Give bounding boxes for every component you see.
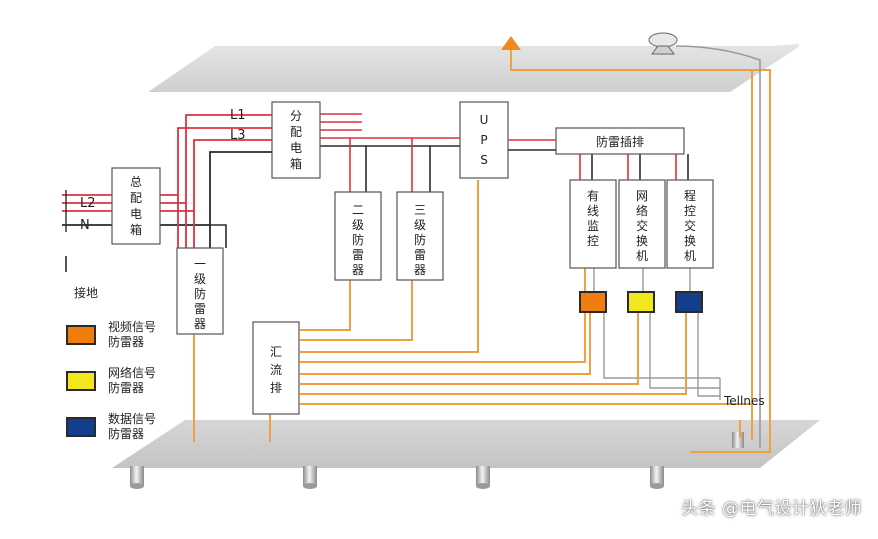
label-tellnes: Tellnes bbox=[723, 394, 765, 408]
legend-video: 视频信号 防雷器 bbox=[66, 320, 156, 350]
data-signal-protector bbox=[675, 291, 703, 313]
legend-data-text: 数据信号 防雷器 bbox=[108, 412, 156, 442]
ground-lines bbox=[193, 180, 752, 442]
busbar-char: 排 bbox=[270, 381, 282, 395]
pbx-char: 换 bbox=[684, 234, 696, 248]
lightning-rod-icon bbox=[501, 36, 771, 84]
cctv-char: 有 bbox=[587, 189, 599, 203]
video-signal-protector bbox=[579, 291, 607, 313]
sub-box-char: 箱 bbox=[290, 156, 302, 171]
legend-network-text: 网络信号 防雷器 bbox=[108, 366, 156, 396]
sub-box-char: 分 bbox=[290, 109, 302, 123]
level3-char: 三 bbox=[414, 203, 426, 217]
floor-legs bbox=[130, 432, 744, 489]
level2-char: 二 bbox=[352, 203, 364, 217]
label-ground: 接地 bbox=[74, 285, 98, 300]
legend-video-text: 视频信号 防雷器 bbox=[108, 320, 156, 350]
network-switch-char: 网 bbox=[636, 189, 648, 203]
level2-char: 器 bbox=[352, 263, 364, 277]
busbar-char: 汇 bbox=[270, 345, 282, 359]
label-l1: L1 bbox=[230, 108, 246, 123]
busbar-char: 流 bbox=[270, 363, 282, 377]
network-switch-char: 交 bbox=[636, 218, 648, 233]
antenna-dish-icon bbox=[648, 32, 771, 453]
ups-char: S bbox=[480, 153, 488, 167]
network-signal-protector bbox=[627, 291, 655, 313]
pbx-char: 机 bbox=[684, 249, 696, 263]
legend-data: 数据信号 防雷器 bbox=[66, 412, 156, 442]
cctv-char: 线 bbox=[587, 204, 599, 218]
network-switch-box: 网 络 交 换 机 bbox=[618, 179, 666, 269]
main-distribution-box: 总 配 电 箱 bbox=[111, 167, 161, 245]
network-switch-char: 络 bbox=[636, 203, 648, 218]
sub-to-ups-wiring bbox=[320, 113, 556, 192]
ups-char: P bbox=[480, 133, 487, 147]
strip-to-devices bbox=[579, 154, 691, 292]
sub-distribution-box: 分 配 电 箱 bbox=[271, 101, 321, 179]
network-switch-char: 机 bbox=[636, 249, 648, 263]
level1-surge-protector: 一 级 防 雷 器 bbox=[176, 247, 224, 335]
ceiling-plate-body bbox=[148, 46, 800, 92]
sub-box-char: 电 bbox=[290, 141, 302, 155]
ground-busbar: 汇 流 排 bbox=[252, 321, 300, 415]
level1-char: 雷 bbox=[194, 302, 206, 316]
pbx-char: 控 bbox=[684, 204, 696, 218]
cctv-char: 控 bbox=[587, 234, 599, 248]
sub-box-char: 配 bbox=[290, 125, 302, 139]
level1-char: 器 bbox=[194, 317, 206, 331]
legend-network-swatch bbox=[66, 371, 96, 391]
cctv-char: 监 bbox=[587, 219, 599, 233]
pbx-char: 交 bbox=[684, 218, 696, 233]
main-box-char: 电 bbox=[130, 207, 142, 221]
level1-char: 级 bbox=[194, 272, 206, 286]
level3-char: 级 bbox=[414, 218, 426, 232]
legend-network: 网络信号 防雷器 bbox=[66, 366, 156, 396]
ups-box: U P S bbox=[459, 101, 509, 179]
legend-data-line2: 防雷器 bbox=[108, 427, 145, 441]
label-n: N bbox=[80, 218, 90, 233]
level2-surge-protector: 二 级 防 雷 器 bbox=[334, 191, 382, 281]
surge-strip-label: 防雷插排 bbox=[596, 134, 644, 149]
legend-data-line1: 数据信号 bbox=[108, 412, 157, 426]
main-box-char: 配 bbox=[130, 191, 142, 205]
legend-data-swatch bbox=[66, 417, 96, 437]
main-box-char: 箱 bbox=[130, 222, 142, 237]
legend-video-line2: 防雷器 bbox=[108, 335, 145, 349]
level2-char: 防 bbox=[352, 232, 364, 247]
floor-plate bbox=[112, 420, 820, 468]
main-box-char: 总 bbox=[130, 175, 142, 189]
level2-char: 雷 bbox=[352, 248, 364, 262]
level3-surge-protector: 三 级 防 雷 器 bbox=[396, 191, 444, 281]
pbx-box: 程 控 交 换 机 bbox=[666, 179, 714, 269]
level2-char: 级 bbox=[352, 218, 364, 232]
level3-char: 器 bbox=[414, 263, 426, 277]
telecom-lines bbox=[603, 312, 721, 400]
network-switch-char: 换 bbox=[636, 234, 648, 248]
level1-char: 一 bbox=[194, 257, 206, 271]
legend-network-line1: 网络信号 bbox=[108, 366, 157, 380]
label-l3: L3 bbox=[230, 128, 246, 143]
ups-char: U bbox=[480, 113, 489, 127]
label-l2: L2 bbox=[80, 196, 96, 211]
level3-char: 防 bbox=[414, 232, 426, 247]
legend-network-line2: 防雷器 bbox=[108, 381, 145, 395]
cctv-box: 有 线 监 控 bbox=[569, 179, 617, 269]
pbx-char: 程 bbox=[684, 188, 696, 203]
watermark: 头条 @电气设计狄老师 bbox=[681, 499, 862, 519]
level1-char: 防 bbox=[194, 286, 206, 301]
main-to-sub-wiring bbox=[160, 114, 272, 248]
legend-video-line1: 视频信号 bbox=[108, 320, 157, 334]
level3-char: 雷 bbox=[414, 248, 426, 262]
incoming-lines bbox=[62, 190, 112, 272]
surge-protection-strip: 防雷插排 bbox=[555, 127, 685, 155]
legend-video-swatch bbox=[66, 325, 96, 345]
